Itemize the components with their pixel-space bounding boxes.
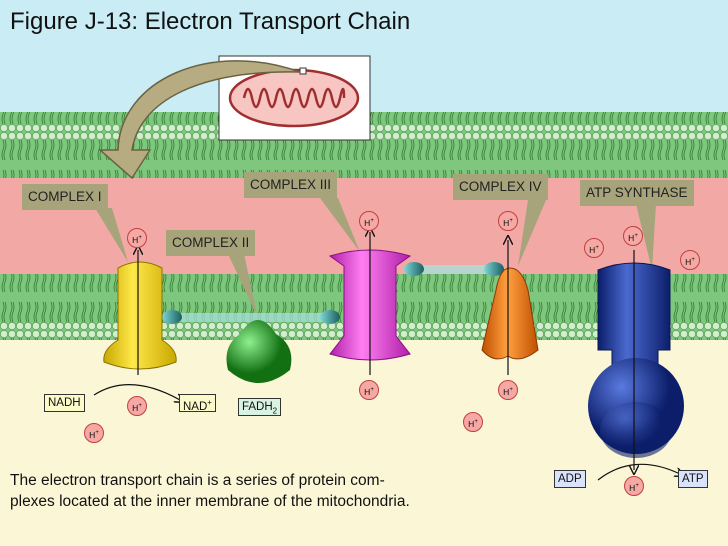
proton-ion: H+ (498, 211, 518, 231)
proton-ion: H+ (359, 211, 379, 231)
cytochrome-c-start (404, 262, 424, 276)
cristae-icon (242, 87, 346, 109)
pointer-atp-synthase (636, 204, 656, 270)
ubiquinone-end (320, 310, 340, 324)
label-complex2: COMPLEX II (166, 230, 256, 256)
nadh-tag: NADH (44, 394, 85, 412)
complex1-protein (103, 261, 177, 370)
complex4-protein (481, 267, 539, 360)
proton-ion: H+ (463, 412, 483, 432)
proton-ion: H+ (680, 250, 700, 270)
proton-ion: H+ (584, 238, 604, 258)
label-complex4: COMPLEX IV (453, 174, 548, 200)
fadh2-tag: FADH2 (238, 398, 282, 416)
nad-tag: NAD+ (179, 394, 216, 413)
proton-ion: H+ (624, 476, 644, 496)
ubiquinone-path (168, 313, 328, 322)
pointer-complex1 (95, 208, 128, 262)
label-atp-synthase: ATP SYNTHASE (580, 180, 694, 206)
adp-arrow (597, 463, 680, 481)
nadh-arrow (93, 384, 180, 400)
ubiquinone-start (162, 310, 182, 324)
proton-ion: H+ (127, 228, 147, 248)
pointer-complex4 (518, 200, 546, 266)
label-complex1: COMPLEX I (22, 184, 108, 210)
adp-tag: ADP (554, 470, 586, 488)
proton-ion: H+ (498, 380, 518, 400)
proton-ion: H+ (623, 226, 643, 246)
cytochrome-c-end (484, 262, 504, 276)
label-complex3: COMPLEX III (244, 172, 338, 198)
atp-tag: ATP (678, 470, 708, 488)
caption: The electron transport chain is a series… (10, 470, 530, 512)
proton-ion: H+ (84, 423, 104, 443)
zoom-arrow (98, 60, 301, 180)
proton-ion: H+ (127, 396, 147, 416)
figure-title: Figure J-13: Electron Transport Chain (10, 8, 411, 35)
pointer-complex2 (228, 254, 258, 318)
complex2-protein (226, 320, 292, 383)
cytochrome-c-path (410, 265, 498, 274)
caption-line-1: The electron transport chain is a series… (10, 472, 385, 489)
proton-ion: H+ (359, 380, 379, 400)
pointer-complex3 (320, 198, 360, 252)
caption-line-2: plexes located at the inner membrane of … (10, 493, 410, 510)
